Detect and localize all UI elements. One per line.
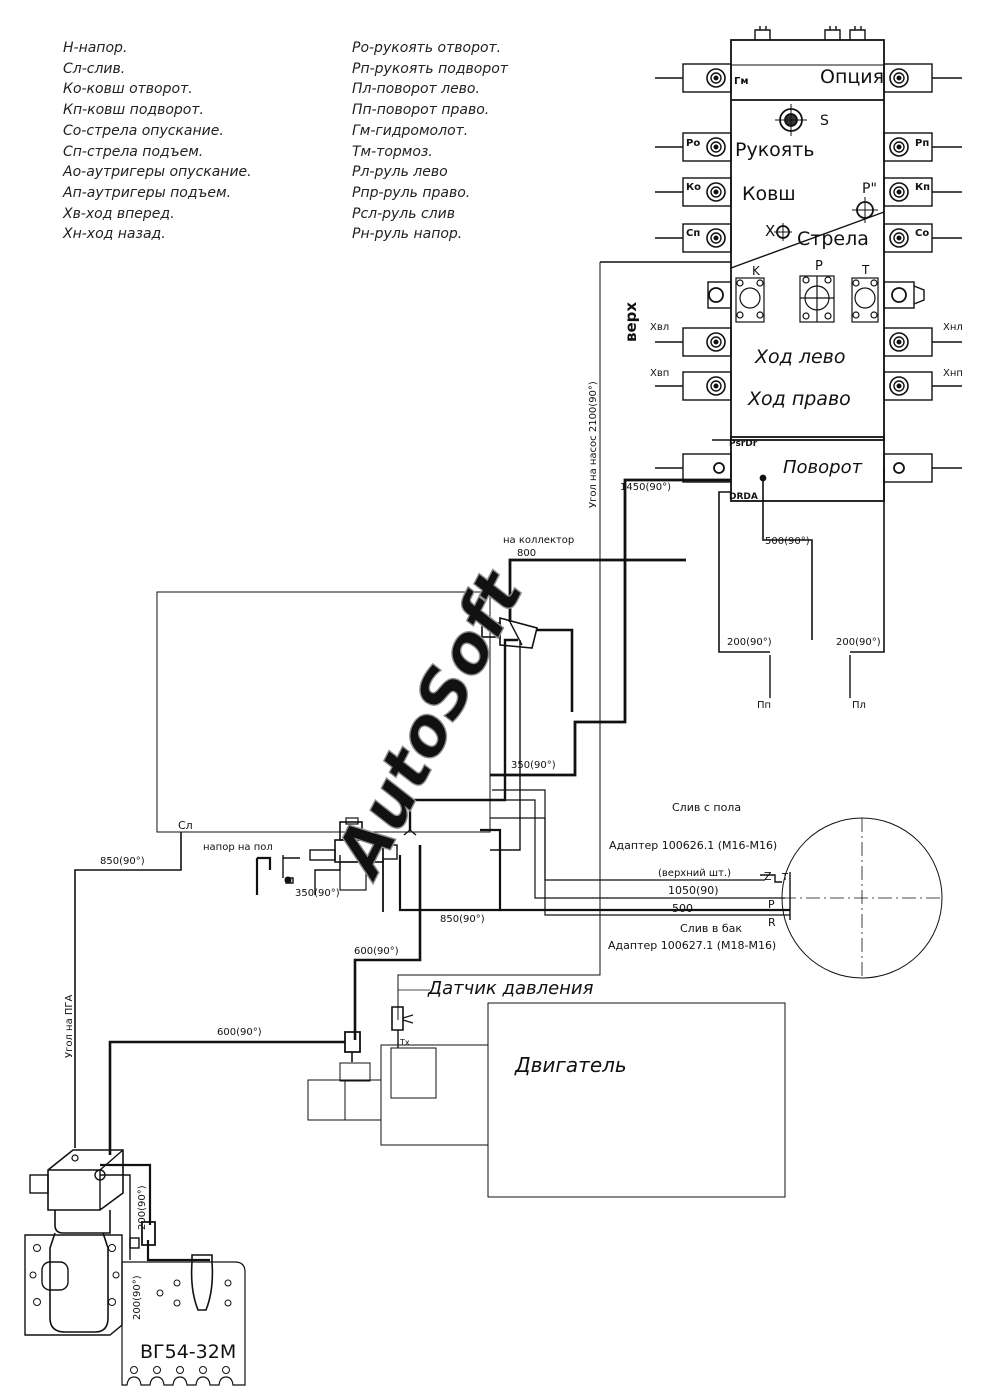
section-label-travel-left: Ход лево — [754, 346, 845, 368]
legend-item: Хн-ход назад. — [63, 226, 166, 243]
pipework — [74, 262, 885, 1262]
line-label: 850(90°) — [440, 914, 485, 925]
port-label: Кп — [915, 182, 930, 193]
line-label: Угол на ПГА — [64, 995, 75, 1058]
tank-label: Адаптер 100627.1 (М18-М16) — [608, 939, 776, 952]
legend-item: Ро-рукоять отворот. — [352, 40, 502, 56]
port-label: Сп — [686, 228, 700, 239]
pipe-labels: Угол на насос 2100(90°) 1450(90°) на кол… — [64, 381, 881, 1320]
tank-label: Адаптер 100626.1 (М16-М16) — [609, 839, 777, 852]
tank-label: Слив с пола — [672, 801, 741, 814]
section-label-bucket: Ковш — [742, 183, 796, 205]
port-label: Tx — [399, 1038, 410, 1047]
cabin-frame — [156, 591, 538, 891]
port-label: Ро — [686, 138, 700, 149]
section-label-travel-right: Ход право — [747, 388, 851, 410]
port-label: P — [815, 259, 823, 274]
legend-item: Ао-аутригеры опускание. — [63, 164, 252, 181]
pump-head — [47, 1149, 124, 1211]
line-label: Сл — [178, 819, 193, 832]
port-label: Гм — [734, 76, 749, 87]
legend-item: Ко-ковш отворот. — [63, 81, 193, 98]
tank-label: (верхний шт.) — [658, 868, 731, 879]
section-label-option: Опция — [820, 66, 884, 88]
line-label: Пл — [852, 700, 866, 711]
line-label: напор на пол — [203, 842, 273, 853]
section-label-swing: Поворот — [783, 457, 863, 478]
port-label: DRDA — [729, 492, 758, 502]
port-label: PsrDr — [729, 439, 758, 449]
line-label: 600(90°) — [217, 1027, 262, 1038]
legend-item: Рпр-руль право. — [352, 184, 471, 201]
line-label: 350(90°) — [295, 888, 340, 899]
line-label: Угол на насос 2100(90°) — [588, 381, 599, 508]
legend-item: Сл-слив. — [63, 60, 126, 77]
tank-label: 500 — [672, 902, 693, 915]
legend-item: Со-стрела опускание. — [63, 122, 224, 139]
legend-right: Ро-рукоять отворот. Рп-рукоять подворот … — [352, 38, 508, 245]
tank-port: R — [768, 916, 776, 929]
pressure-sensor — [391, 1006, 404, 1031]
port-label: Со — [915, 228, 929, 239]
engine-body — [487, 1002, 786, 1198]
legend-item: Рсл-руль слив — [352, 205, 455, 222]
pump — [24, 1149, 246, 1386]
port-label: Хвп — [650, 368, 669, 379]
hydraulic-tank — [760, 817, 943, 979]
port-label: K — [752, 264, 761, 278]
port-label: Ко — [686, 182, 701, 193]
top-label: верх — [622, 302, 640, 342]
legend-item: Пл-поворот лево. — [352, 81, 480, 98]
port-label: X — [765, 222, 775, 240]
filter — [190, 1254, 214, 1311]
legend-item: Ап-аутригеры подъем. — [63, 184, 232, 201]
line-label: 600(90°) — [354, 946, 399, 957]
valve-block — [600, 26, 962, 502]
legend-item: Рл-руль лево — [352, 164, 448, 181]
engine — [307, 989, 786, 1198]
legend-item: Н-напор. — [63, 40, 128, 56]
engine-labels: Датчик давления Двигатель Tx — [399, 978, 627, 1077]
tank-label: 1050(90) — [668, 884, 719, 897]
port-label: Хвл — [650, 322, 669, 333]
tank-port: Z — [764, 870, 772, 883]
port-label: Хнл — [943, 322, 963, 333]
legend-item: Хв-ход вперед. — [63, 205, 175, 222]
pump-model-label: ВГ54-32М — [140, 1341, 236, 1363]
port-label: Рп — [915, 138, 929, 149]
tank-port: P — [768, 898, 775, 911]
tank-port: T — [781, 872, 789, 883]
line-label: 200(90°) — [137, 1185, 148, 1230]
legend-item: Тм-тормоз. — [352, 143, 433, 160]
legend-item: Сп-стрела подъем. — [63, 143, 204, 160]
port-label: S — [820, 113, 829, 129]
section-label-handle: Рукоять — [735, 139, 815, 161]
valve-labels: Опция Рукоять Ковш Стрела Ход лево Ход п… — [622, 66, 963, 502]
line-label: Пп — [757, 700, 771, 711]
line-label: 850(90°) — [100, 856, 145, 867]
legend-item: Пп-поворот право. — [352, 102, 490, 119]
legend-item: Рн-руль напор. — [352, 226, 463, 243]
line-label: 200(90°) — [132, 1275, 143, 1320]
tank-label: Слив в бак — [680, 922, 742, 935]
line-label: 200(90°) — [727, 637, 772, 648]
section-label-boom: Стрела — [797, 228, 869, 250]
line-label: 200(90°) — [836, 637, 881, 648]
sensor-label: Датчик давления — [427, 978, 594, 999]
port-label: T — [861, 263, 870, 277]
port-label: Хнп — [943, 368, 963, 379]
legend-item: Рп-рукоять подворот — [352, 60, 508, 77]
legend-left: Н-напор. Сл-слив. Ко-ковш отворот. Кп-ко… — [63, 38, 252, 245]
line-label: 350(90°) — [511, 760, 556, 771]
line-label: 800 — [517, 548, 536, 559]
port-label: P" — [862, 181, 877, 197]
line-label: 500(90°) — [765, 536, 810, 547]
legend-item: Кп-ковш подворот. — [63, 102, 204, 119]
tank-labels: Слив с пола Адаптер 100626.1 (М16-М16) (… — [608, 801, 789, 952]
engine-label: Двигатель — [514, 1053, 627, 1077]
legend-item: Гм-гидромолот. — [352, 122, 469, 139]
line-label: 1450(90°) — [620, 482, 671, 493]
line-label: на коллектор — [503, 535, 574, 546]
